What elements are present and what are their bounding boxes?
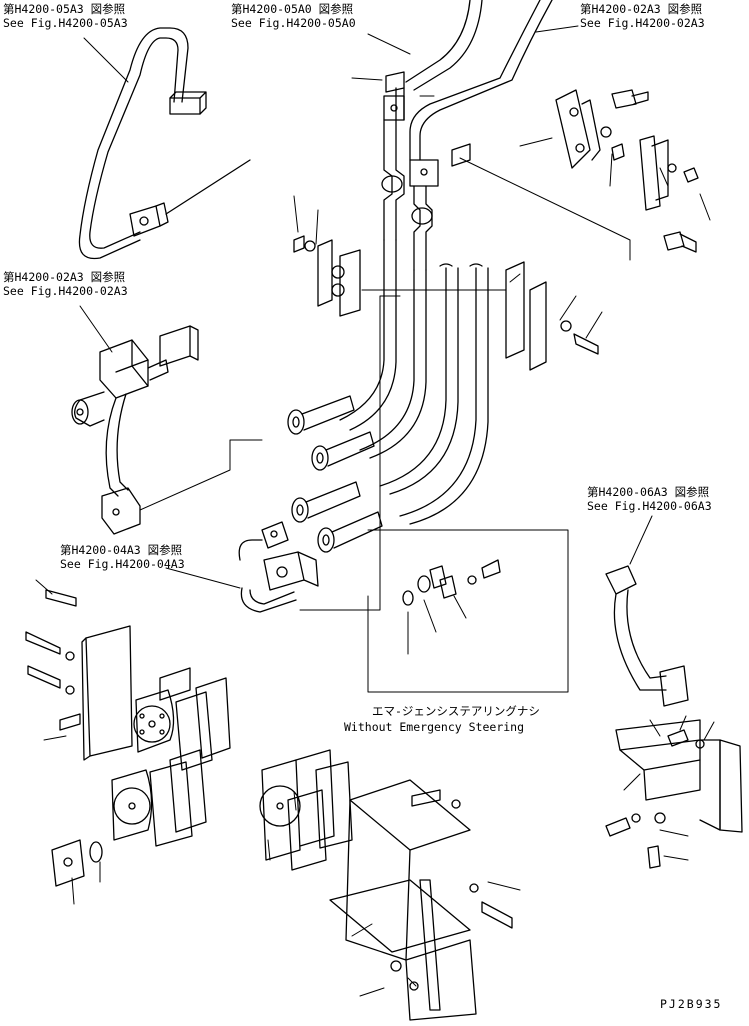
reference-label-05a3: 第H4200-05A3 図参照 See Fig.H4200-05A3: [3, 2, 128, 30]
hose-fittings: [287, 395, 383, 553]
valve-block-left: [25, 589, 231, 887]
reference-jp: 第H4200-04A3 図参照: [60, 543, 183, 557]
bracket-top-right: [299, 89, 699, 611]
reference-en: See Fig.H4200-05A3: [3, 16, 128, 30]
tube-assembly-top-left: [78, 27, 251, 260]
reference-jp: 第H4200-05A0 図参照: [231, 2, 354, 16]
reference-en: See Fig.H4200-04A3: [60, 557, 185, 571]
reference-en: See Fig.H4200-05A0: [231, 16, 356, 30]
reference-en: See Fig.H4200-02A3: [3, 284, 128, 298]
drawing-code: PJ2B935: [660, 997, 723, 1011]
pipe-bracket-right: [605, 565, 743, 869]
clamps-top: [293, 235, 599, 371]
elbow-fitting-center: [238, 521, 319, 613]
inset-caption-jp: エマ-ジェンシステアリングナシ: [372, 704, 540, 718]
reference-label-02a3-left: 第H4200-02A3 図参照 See Fig.H4200-02A3: [3, 270, 128, 298]
reference-label-02a3-top: 第H4200-02A3 図参照 See Fig.H4200-02A3: [580, 2, 705, 30]
leader-lines: [35, 25, 715, 997]
block-fitting-left: [71, 325, 263, 535]
reference-label-04a3: 第H4200-04A3 図参照 See Fig.H4200-04A3: [60, 543, 185, 571]
reference-label-05a0: 第H4200-05A0 図参照 See Fig.H4200-05A0: [231, 2, 356, 30]
pipe-assembly-top: [339, 0, 553, 525]
reference-jp: 第H4200-05A3 図参照: [3, 2, 126, 16]
reference-label-06a3: 第H4200-06A3 図参照 See Fig.H4200-06A3: [587, 485, 712, 513]
reference-jp: 第H4200-06A3 図参照: [587, 485, 710, 499]
reference-en: See Fig.H4200-06A3: [587, 499, 712, 513]
inset-box: [367, 529, 569, 693]
reference-jp: 第H4200-02A3 図参照: [580, 2, 703, 16]
reference-en: See Fig.H4200-02A3: [580, 16, 705, 30]
reference-jp: 第H4200-02A3 図参照: [3, 270, 126, 284]
inset-caption-en: Without Emergency Steering: [344, 720, 525, 734]
valve-block-center: [259, 749, 513, 1021]
